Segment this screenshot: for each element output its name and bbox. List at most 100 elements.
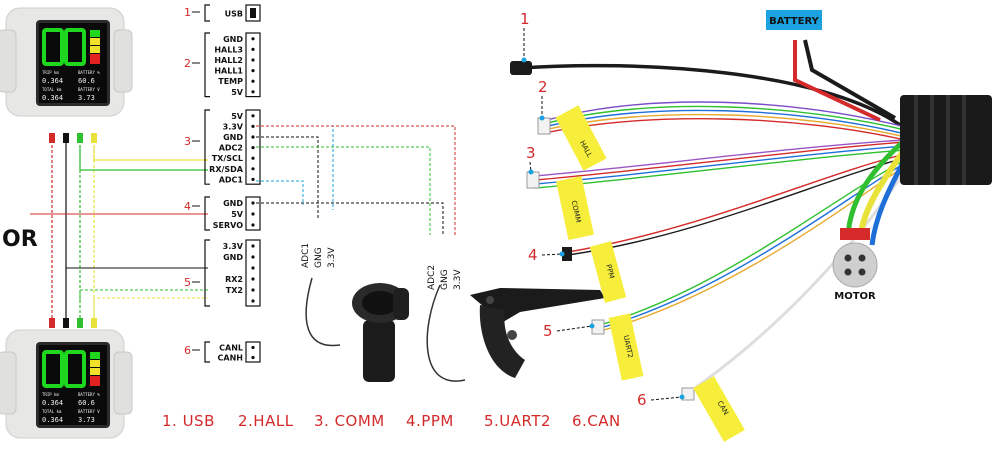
pin-dot xyxy=(251,58,255,62)
cable-number: 6 xyxy=(637,391,647,409)
signal-label: 3.3V xyxy=(327,247,337,268)
group-number: 6 xyxy=(184,344,191,357)
throttle-grip xyxy=(352,283,409,382)
pin-dot xyxy=(251,156,255,160)
controller-box xyxy=(900,95,992,185)
pin-dot xyxy=(251,69,255,73)
pin-label: RX2 xyxy=(225,275,243,284)
connector-block xyxy=(245,239,261,307)
volt-value: 3.73 xyxy=(78,416,95,424)
pin-dot xyxy=(251,345,255,350)
pin-dot xyxy=(251,114,255,118)
usb-port-icon xyxy=(250,8,256,18)
trip-value: 0.364 xyxy=(42,399,63,407)
pin-label: ADC1 xyxy=(219,175,244,184)
pin-label: TEMP xyxy=(218,77,243,86)
pin-dot xyxy=(251,146,255,150)
pin-dot xyxy=(251,244,255,248)
signal-label: ADC2 xyxy=(427,265,437,290)
signal-wires xyxy=(256,125,466,382)
legend-item: 1. USB xyxy=(162,412,215,430)
connector-group-1: 1 USB xyxy=(184,4,261,22)
pin-label: USB xyxy=(225,10,243,19)
pin-label: TX2 xyxy=(226,286,243,295)
pin-dot xyxy=(251,266,255,270)
pin-label: 5V xyxy=(231,112,244,121)
group-number: 1 xyxy=(184,6,191,19)
cable-number: 5 xyxy=(543,322,553,340)
pin-label: 3.3V xyxy=(223,122,244,131)
volt-label: BATTERY V xyxy=(78,409,100,414)
pin-label: TX/SCL xyxy=(212,154,243,163)
pin-label: CANH xyxy=(218,354,243,363)
display-top: TRIP km BATTERY % 0.364 60.6 TOTAL km BA… xyxy=(0,6,134,118)
legend-item: 4.PPM xyxy=(406,412,454,430)
total-label: TOTAL km xyxy=(42,409,62,414)
signal-label: GNG xyxy=(440,269,450,290)
connector-block xyxy=(245,32,261,98)
cable-connectors xyxy=(510,61,695,401)
pin-dot xyxy=(251,177,255,181)
pin-dot xyxy=(251,47,255,52)
pin-dot xyxy=(251,135,255,139)
pin-label: CANL xyxy=(219,344,243,353)
volt-label: BATTERY V xyxy=(78,87,100,92)
legend-item: 2.HALL xyxy=(238,412,294,430)
legend-item: 6.CAN xyxy=(572,412,621,430)
motor-label: MOTOR xyxy=(834,291,876,302)
cable-tag-label: PPM xyxy=(604,263,615,279)
legend-item: 5.UART2 xyxy=(484,412,551,430)
pin-dot xyxy=(251,212,255,216)
display-bottom: TRIP km BATTERY % 0.364 60.6 TOTAL km BA… xyxy=(0,328,134,440)
signal-label: ADC1 xyxy=(301,243,311,268)
battery-box xyxy=(766,10,822,30)
pin-dot xyxy=(251,299,255,303)
pin-label: SERVO xyxy=(213,221,243,230)
total-value: 0.364 xyxy=(42,416,63,424)
pin-dot xyxy=(251,167,255,171)
battery-value: 60.6 xyxy=(78,77,95,85)
pin-dot xyxy=(251,90,255,94)
pin-label: GND xyxy=(223,199,243,208)
group-number: 2 xyxy=(184,57,191,70)
signal-label: GNG xyxy=(314,247,324,268)
group-number: 5 xyxy=(184,276,191,289)
controller-wires xyxy=(519,39,913,397)
pin-label: RX/SDA xyxy=(209,165,244,174)
pin-dot xyxy=(251,201,255,205)
pin-label: HALL1 xyxy=(214,67,243,76)
battery-label: BATTERY % xyxy=(78,70,100,75)
battery-value: 60.6 xyxy=(78,399,95,407)
battery-label-text: BATTERY xyxy=(769,16,819,27)
legend: 1. USB 2.HALL 3. COMM 4.PPM 5.UART2 6.CAN xyxy=(162,412,621,430)
battery-label: BATTERY % xyxy=(78,392,100,397)
group-number: 3 xyxy=(184,135,191,148)
legend-item: 3. COMM xyxy=(314,412,385,430)
pin-label: 5V xyxy=(231,88,244,97)
volt-value: 3.73 xyxy=(78,94,95,102)
pin-dot xyxy=(251,355,255,360)
cable-number: 2 xyxy=(538,78,548,96)
or-label: OR xyxy=(2,227,38,252)
trip-label: TRIP km xyxy=(42,70,59,75)
pin-label: HALL3 xyxy=(214,45,243,54)
cable-number: 1 xyxy=(520,10,530,28)
left-wires xyxy=(30,133,208,328)
cable-tags xyxy=(555,105,745,442)
pin-dot xyxy=(251,124,255,128)
cable-number: 3 xyxy=(526,144,536,162)
pin-label: 5V xyxy=(231,210,244,219)
pin-label: GND xyxy=(223,133,243,142)
pin-dot xyxy=(251,79,255,83)
